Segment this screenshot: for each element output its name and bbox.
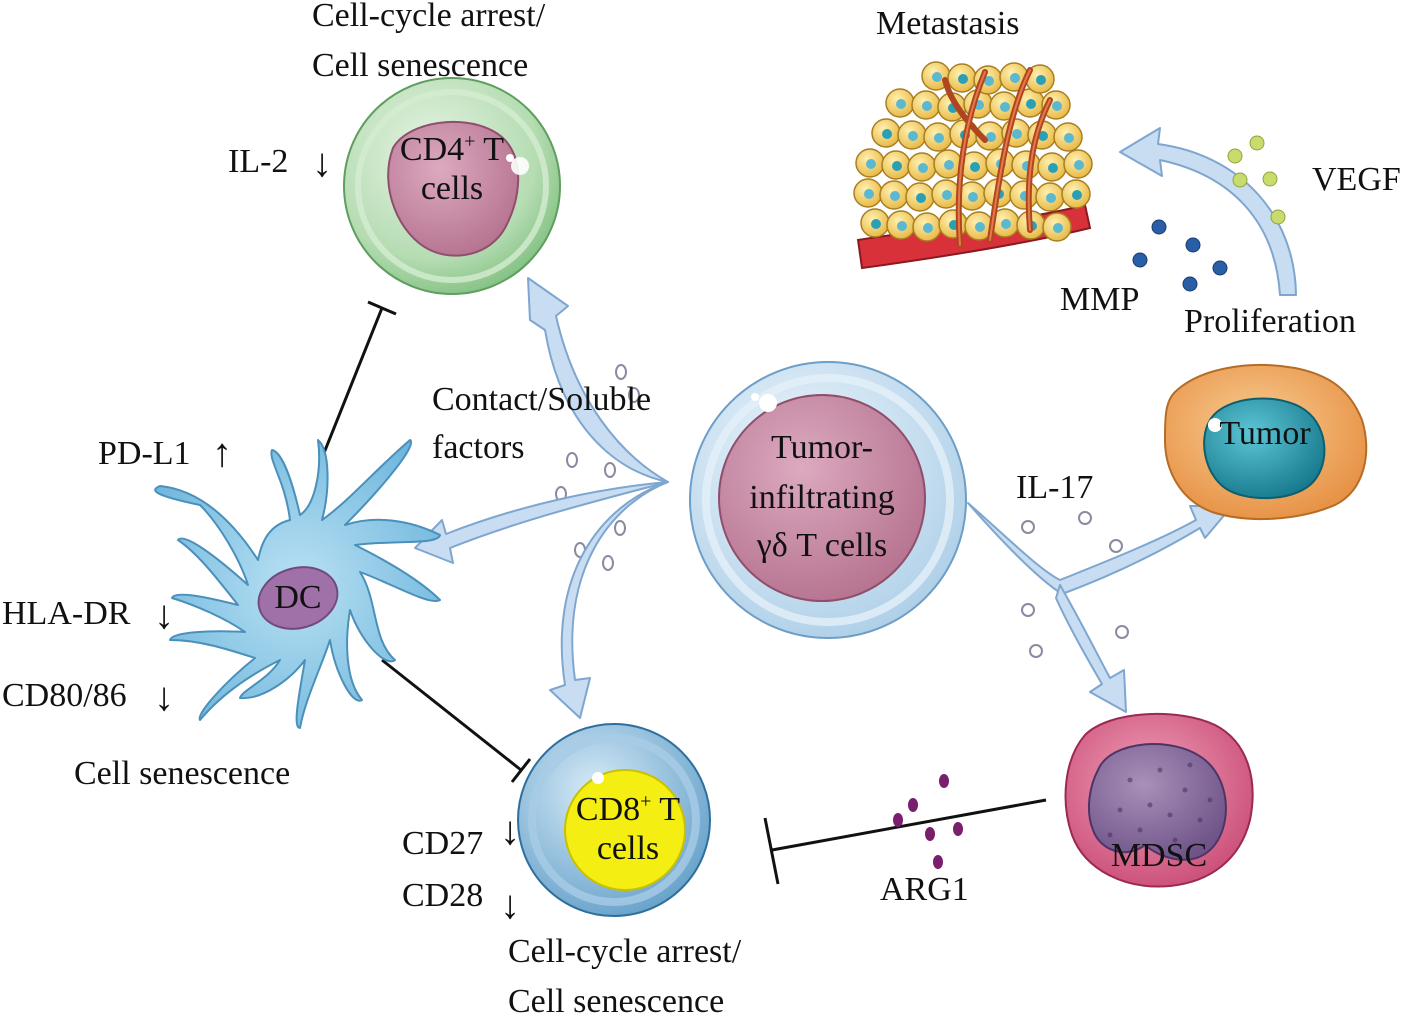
- metastasis-cell-nucleus: [1000, 102, 1010, 112]
- cd4-t-cell: [343, 77, 561, 295]
- cd8-cell-label: CD8+ T cells: [548, 790, 708, 868]
- cd8-footer-line2: Cell senescence: [508, 983, 725, 1020]
- metastasis-cell-nucleus: [1053, 223, 1063, 233]
- metastasis-cell-nucleus: [958, 74, 968, 84]
- metastasis-title: Metastasis: [876, 5, 1020, 42]
- metastasis-cell-nucleus: [892, 161, 902, 171]
- tumor-label: Tumor: [1219, 415, 1311, 452]
- cd8-label-line2: cells: [596, 830, 660, 868]
- metastasis-cell-nucleus: [1048, 163, 1058, 173]
- metastasis-cell-nucleus: [1038, 131, 1048, 141]
- mdsc-label: MDSC: [1110, 837, 1208, 874]
- cd8-label-tail: T: [651, 791, 681, 828]
- vegf-dots: [1227, 135, 1286, 225]
- metastasis-cell-nucleus: [890, 191, 900, 201]
- il2-label: IL-2: [228, 143, 289, 180]
- metastasis-cell-nucleus: [986, 132, 996, 142]
- contact-line2: factors: [432, 429, 525, 466]
- metastasis-cell-nucleus: [1012, 129, 1022, 139]
- metastasis-cell-nucleus: [1064, 133, 1074, 143]
- gd-label-line1: Tumor-: [771, 429, 873, 466]
- cd4-label-line2: cells: [420, 170, 484, 208]
- cd8-t-cell: [517, 723, 711, 917]
- metastasis-cell-nucleus: [923, 223, 933, 233]
- metastasis-cell-nucleus: [897, 221, 907, 231]
- cd4-cell-label: CD4+ T cells: [372, 130, 532, 208]
- metastasis-cell-nucleus: [942, 190, 952, 200]
- cd8086-label: CD80/86: [2, 677, 127, 714]
- metastasis-cell-nucleus: [918, 163, 928, 173]
- mmp-dots: [1132, 219, 1228, 292]
- metastasis-cell-nucleus: [864, 189, 874, 199]
- cd27-label: CD27: [402, 825, 484, 862]
- cd8-label-main: CD8: [575, 791, 641, 828]
- branch-arrows-left: [414, 277, 669, 719]
- cd8086-down-arrow: ↓: [154, 674, 174, 719]
- cd8-label-sup: +: [640, 790, 652, 813]
- pdl1-up-arrow: ↑: [212, 430, 232, 475]
- metastasis-cell-nucleus: [882, 129, 892, 139]
- metastasis-cell-nucleus: [908, 131, 918, 141]
- cd4-label-sup: +: [464, 130, 476, 153]
- dendritic-cell: [154, 439, 441, 729]
- cd27-down-arrow: ↓: [500, 808, 520, 853]
- metastasis-cell-nucleus: [866, 159, 876, 169]
- proliferation-arrow: [1119, 127, 1297, 296]
- arg1-label: ARG1: [880, 871, 969, 908]
- metastasis-cell-nucleus: [1074, 160, 1084, 170]
- metastasis-cell-nucleus: [896, 99, 906, 109]
- il2-down-arrow: ↓: [312, 140, 332, 185]
- metastasis-cell-nucleus: [968, 192, 978, 202]
- gd-t-cell: [689, 361, 967, 639]
- branch-arrows-right: [967, 502, 1233, 713]
- metastasis-cell-nucleus: [1026, 99, 1036, 109]
- gd-label-line3: γδ T cells: [756, 527, 888, 564]
- pdl1-label: PD-L1: [98, 435, 191, 472]
- cd4-label-tail: T: [475, 131, 505, 168]
- mdsc-cell: [1064, 712, 1254, 888]
- metastasis-cell-nucleus: [1046, 193, 1056, 203]
- metastasis-cell-nucleus: [922, 101, 932, 111]
- contact-line1: Contact/Soluble: [432, 381, 652, 418]
- cd4-title-line1: Cell-cycle arrest/: [312, 0, 546, 34]
- arg1-dots: [893, 774, 963, 869]
- inhibition-lines: [318, 300, 1047, 885]
- metastasis-cell-nucleus: [932, 72, 942, 82]
- metastasis-cell-nucleus: [984, 76, 994, 86]
- metastasis-cell-nucleus: [1052, 101, 1062, 111]
- cd28-down-arrow: ↓: [500, 882, 520, 927]
- vegf-label: VEGF: [1312, 161, 1401, 198]
- metastasis-cell-nucleus: [1001, 219, 1011, 229]
- metastasis-cell-cluster: [853, 61, 1093, 242]
- dc-footer: Cell senescence: [74, 755, 291, 792]
- hladr-label: HLA-DR: [2, 595, 131, 632]
- metastasis-cell-nucleus: [975, 222, 985, 232]
- metastasis-cell-nucleus: [970, 162, 980, 172]
- hladr-down-arrow: ↓: [154, 592, 174, 637]
- metastasis-cell-nucleus: [1010, 73, 1020, 83]
- mmp-label: MMP: [1060, 281, 1140, 318]
- metastasis-cell-nucleus: [871, 219, 881, 229]
- metastasis-cell-nucleus: [916, 193, 926, 203]
- gd-label-line2: infiltrating: [749, 479, 895, 516]
- cd28-label: CD28: [402, 877, 484, 914]
- il17-label: IL-17: [1016, 469, 1094, 506]
- proliferation-label: Proliferation: [1184, 303, 1356, 340]
- metastasis-tissue: [853, 61, 1093, 270]
- dc-label: DC: [274, 579, 322, 616]
- cd8-footer-line1: Cell-cycle arrest/: [508, 933, 742, 970]
- metastasis-cell-nucleus: [1036, 75, 1046, 85]
- cd4-label-main: CD4: [399, 131, 465, 168]
- metastasis-cell-nucleus: [934, 133, 944, 143]
- metastasis-cell-nucleus: [944, 160, 954, 170]
- metastasis-cell-nucleus: [1072, 190, 1082, 200]
- tumor-cell: [1163, 364, 1368, 521]
- cd4-title-line2: Cell senescence: [312, 47, 529, 84]
